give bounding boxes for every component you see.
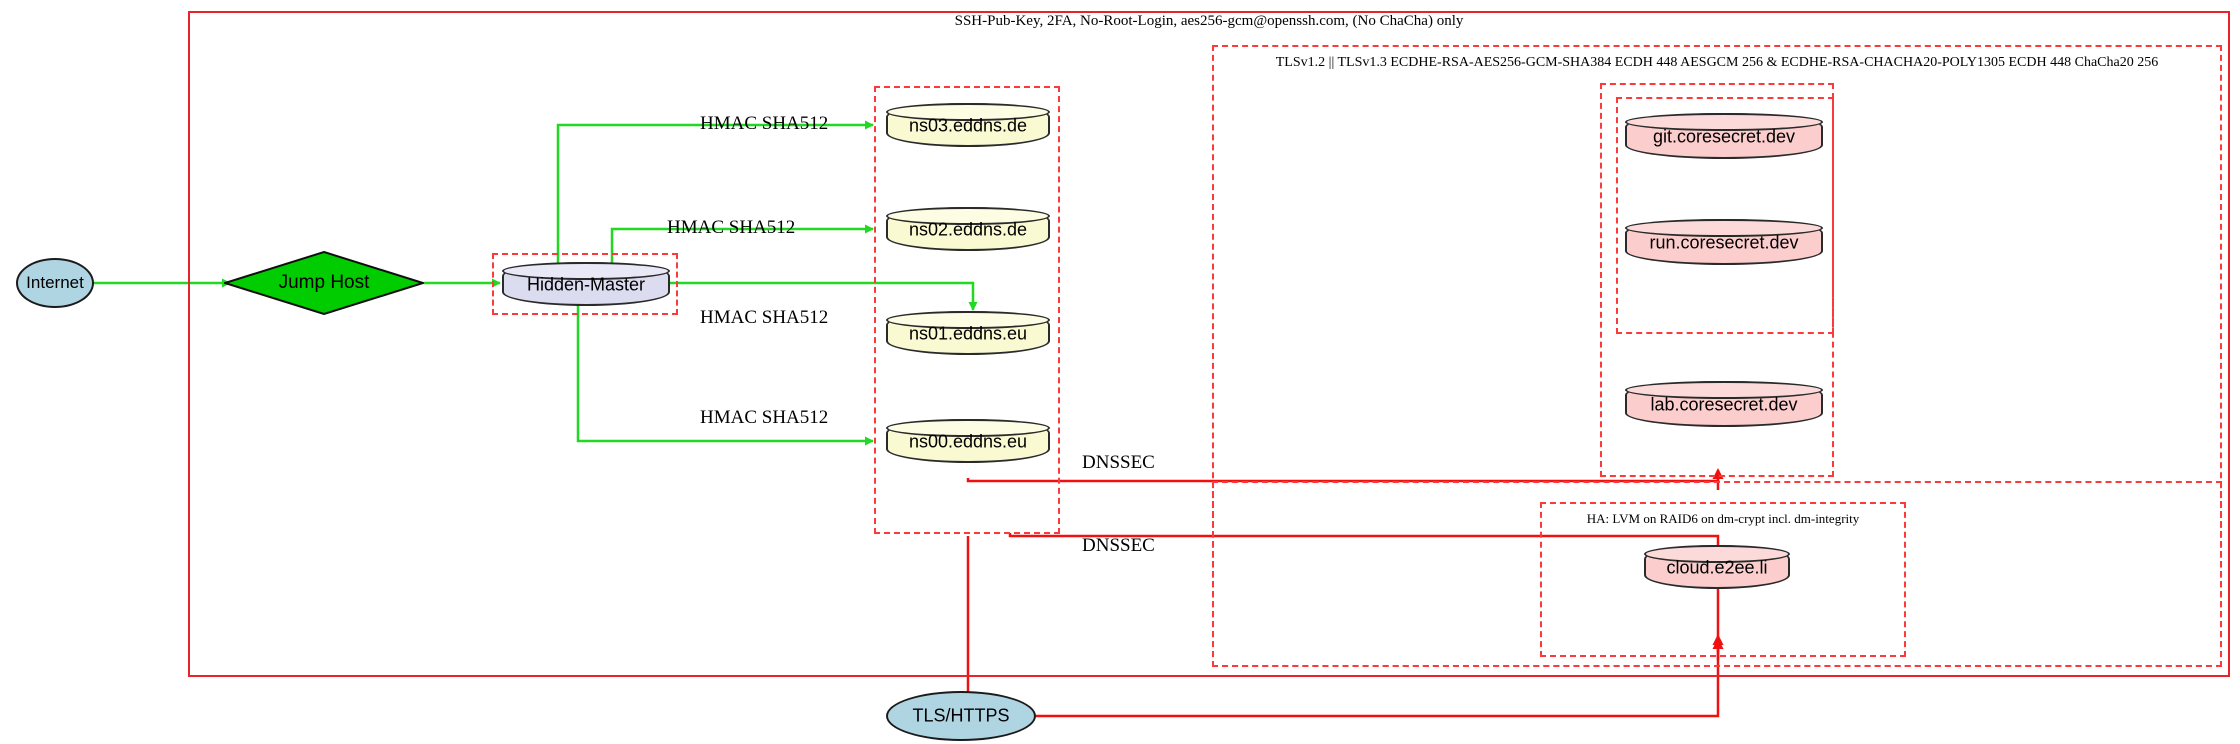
edge-hm-ns01 [612, 281, 978, 311]
cylinder-top-ellipse [886, 207, 1050, 225]
cylinder-top-ellipse [1625, 381, 1823, 399]
zone-outer-services-boundary [1212, 481, 2222, 667]
zone-coresecret-inner-boundary [1616, 97, 1834, 334]
edge-label-hmac-ns02: HMAC SHA512 [667, 217, 796, 238]
zone-ssh-label: SSH-Pub-Key, 2FA, No-Root-Login, aes256-… [954, 13, 1464, 29]
zone-tls-label: TLSv1.2 || TLSv1.3 ECDHE-RSA-AES256-GCM-… [1275, 55, 2159, 70]
node-ns02[interactable]: ns02.eddns.de [886, 207, 1050, 251]
zone-ha-label: HA: LVM on RAID6 on dm-crypt incl. dm-in… [1586, 511, 1860, 526]
edge-label-dnssec-lower: DNSSEC [1082, 535, 1155, 556]
node-ns01-label: ns01.eddns.eu [908, 323, 1028, 344]
edge-label-hmac-ns00: HMAC SHA512 [700, 407, 829, 428]
node-hidden-master[interactable]: Hidden-Master [502, 262, 670, 306]
node-tls-https-label: TLS/HTTPS [912, 705, 1010, 726]
node-hidden-master-label: Hidden-Master [526, 274, 646, 295]
zone-dns-boundary [874, 86, 1060, 534]
cylinder-top-ellipse [502, 262, 670, 280]
edge-hm-ns03 [556, 120, 874, 270]
node-cloud-e2ee-label: cloud.e2ee.li [1666, 557, 1768, 578]
node-git-coresecret[interactable]: git.coresecret.dev [1625, 113, 1823, 159]
zone-ssh-boundary [188, 11, 2230, 677]
node-lab-coresecret[interactable]: lab.coresecret.dev [1625, 381, 1823, 427]
edge-label-hmac-ns03: HMAC SHA512 [700, 113, 829, 134]
edge-dnssec-lower [1008, 533, 1720, 646]
edge-label-dnssec-upper: DNSSEC [1082, 452, 1155, 473]
node-jump-host[interactable]: Jump Host [224, 251, 424, 315]
edge-hm-ns02 [610, 224, 874, 270]
node-jump-host-label: Jump Host [278, 272, 370, 293]
node-run-coresecret[interactable]: run.coresecret.dev [1625, 219, 1823, 265]
zone-ha-boundary [1540, 502, 1906, 657]
node-internet-label: Internet [26, 273, 84, 292]
node-git-coresecret-label: git.coresecret.dev [1652, 126, 1796, 147]
cylinder-top-ellipse [886, 419, 1050, 437]
edge-label-hmac-ns01: HMAC SHA512 [700, 307, 829, 328]
node-ns00-label: ns00.eddns.eu [908, 431, 1028, 452]
node-ns02-label: ns02.eddns.de [908, 219, 1028, 240]
node-run-coresecret-label: run.coresecret.dev [1649, 232, 1799, 253]
node-ns01[interactable]: ns01.eddns.eu [886, 311, 1050, 355]
cylinder-top-ellipse [1625, 113, 1823, 131]
node-lab-coresecret-label: lab.coresecret.dev [1650, 394, 1798, 415]
edge-tlshttps-right [1035, 650, 1720, 718]
jump-host-shape [224, 251, 424, 315]
node-cloud-e2ee[interactable]: cloud.e2ee.li [1644, 545, 1790, 589]
green-edges [92, 120, 978, 446]
zone-hidden-master-boundary [492, 253, 678, 315]
cylinder-top-ellipse [1644, 545, 1790, 563]
cylinder-top-ellipse [1625, 219, 1823, 237]
cylinder-top-ellipse [886, 311, 1050, 329]
node-ns03-label: ns03.eddns.de [908, 115, 1028, 136]
node-ns00[interactable]: ns00.eddns.eu [886, 419, 1050, 463]
node-internet[interactable]: Internet [16, 258, 94, 308]
edge-hm-ns00 [576, 300, 874, 446]
cylinder-top-ellipse [886, 103, 1050, 121]
node-tls-https[interactable]: TLS/HTTPS [886, 691, 1036, 741]
node-ns03[interactable]: ns03.eddns.de [886, 103, 1050, 147]
